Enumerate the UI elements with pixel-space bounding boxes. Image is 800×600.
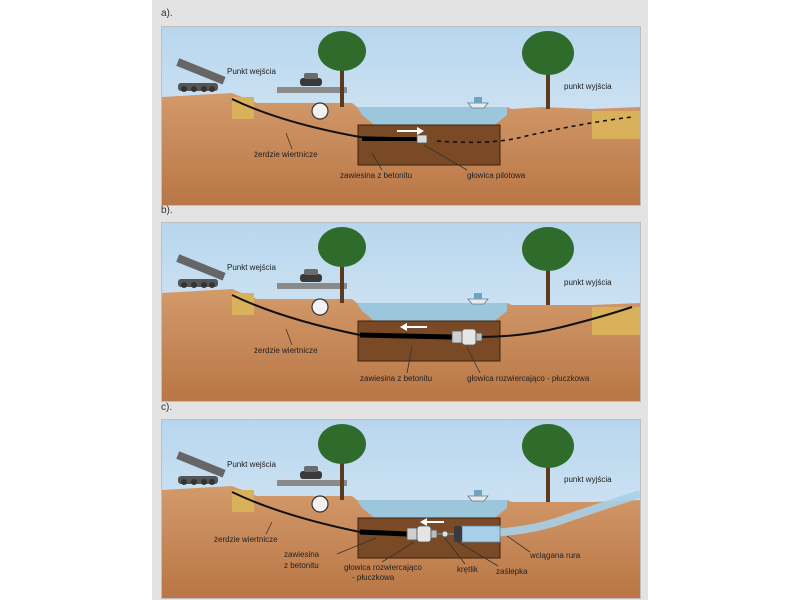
car-icon — [300, 466, 322, 479]
leader-line — [506, 535, 531, 553]
exit-point-label: punkt wyjścia — [564, 278, 612, 287]
diagram-c: Punkt wejścia punkt wyjścia żerdzie wier… — [162, 420, 640, 598]
exit-point-label: punkt wyjścia — [564, 82, 612, 91]
drill-rig-icon — [176, 451, 226, 485]
entry-point-label: Punkt wejścia — [227, 460, 276, 469]
planned-path — [436, 116, 633, 144]
leader-line — [444, 537, 466, 565]
tree-right-icon — [522, 31, 574, 109]
reamer-head-icon — [451, 328, 483, 346]
panel-a: Punkt wejścia punkt wyjścia żerdzie wier… — [161, 26, 641, 206]
cap-icon — [454, 526, 462, 542]
swivel-label: krętlik — [457, 565, 479, 574]
boat-icon — [467, 97, 489, 109]
tree-right-icon — [522, 227, 574, 305]
panel-b: Punkt wejścia punkt wyjścia żerdzie wier… — [161, 222, 641, 402]
leader-line — [457, 541, 499, 567]
leader-line — [285, 132, 293, 150]
boat-icon — [467, 293, 489, 305]
leader-line — [336, 537, 377, 555]
leader-line — [381, 541, 415, 563]
culvert-icon — [311, 298, 329, 316]
leader-line — [371, 152, 383, 171]
direction-arrow-left-icon — [420, 518, 444, 526]
drill-rods-label: żerdzie wiertnicze — [254, 346, 318, 355]
drill-rods-exit — [479, 306, 633, 338]
leader-line — [423, 144, 468, 171]
diagram-a: Punkt wejścia punkt wyjścia żerdzie wier… — [162, 27, 640, 205]
tree-left-icon — [318, 31, 366, 107]
car-icon — [300, 269, 322, 282]
river — [357, 500, 507, 520]
reamed-hole — [359, 529, 408, 537]
panel-b-label: b). — [161, 205, 173, 216]
pilot-head-label: głowica pilotowa — [467, 171, 526, 180]
entry-point-label: Punkt wejścia — [227, 263, 276, 272]
car-icon — [300, 73, 322, 86]
reamer-head-icon — [406, 525, 438, 543]
underground-cutaway — [357, 124, 501, 166]
panel-c: Punkt wejścia punkt wyjścia żerdzie wier… — [161, 419, 641, 599]
culvert-icon — [311, 495, 329, 513]
drill-rods-label: żerdzie wiertnicze — [214, 535, 278, 544]
reamer-head-label-line1: głowica rozwiercająco — [344, 563, 422, 572]
leader-line — [285, 328, 293, 346]
culvert-icon — [311, 102, 329, 120]
river — [357, 303, 507, 323]
bentonite-slurry-label-line1: zawiesina — [284, 550, 320, 559]
tree-left-icon — [318, 424, 366, 500]
leader-line — [265, 521, 273, 535]
leader-line — [406, 346, 413, 374]
drill-rods — [231, 491, 361, 533]
drill-rig-icon — [176, 58, 226, 92]
reamer-head-label-line2: - płuczkowa — [352, 573, 395, 582]
product-pipe-label: wciągana rura — [529, 551, 581, 560]
swivel-icon — [437, 530, 454, 538]
panel-c-label: c). — [161, 402, 173, 413]
exit-pit — [592, 111, 640, 139]
pilot-head-icon — [416, 134, 428, 144]
road — [277, 283, 347, 289]
reamer-head-label: głowica rozwiercająco - płuczkowa — [467, 374, 590, 383]
direction-arrow-left-icon — [400, 323, 427, 331]
drill-rods-label: żerdzie wiertnicze — [254, 150, 318, 159]
diagram-b: Punkt wejścia punkt wyjścia żerdzie wier… — [162, 223, 640, 401]
entry-point-label: Punkt wejścia — [227, 67, 276, 76]
tree-left-icon — [318, 227, 366, 303]
reamed-hole — [359, 332, 453, 340]
panel-a-label: a). — [161, 8, 173, 19]
river — [357, 107, 507, 127]
product-pipe-section — [461, 525, 501, 543]
bentonite-slurry-label: zawiesina z betonitu — [360, 374, 432, 383]
drill-rods — [231, 294, 361, 336]
bentonite-slurry-label-line2: z betonitu — [284, 561, 319, 570]
bentonite-slurry-label: zawiesina z betonitu — [340, 171, 412, 180]
road — [277, 87, 347, 93]
leader-line — [466, 346, 481, 374]
direction-arrow-right-icon — [397, 127, 424, 135]
cap-label: zaślepka — [496, 567, 528, 576]
road — [277, 480, 347, 486]
drill-rods — [231, 98, 423, 140]
tree-right-icon — [522, 424, 574, 502]
boat-icon — [467, 490, 489, 502]
exit-point-label: punkt wyjścia — [564, 475, 612, 484]
drill-rig-icon — [176, 254, 226, 288]
